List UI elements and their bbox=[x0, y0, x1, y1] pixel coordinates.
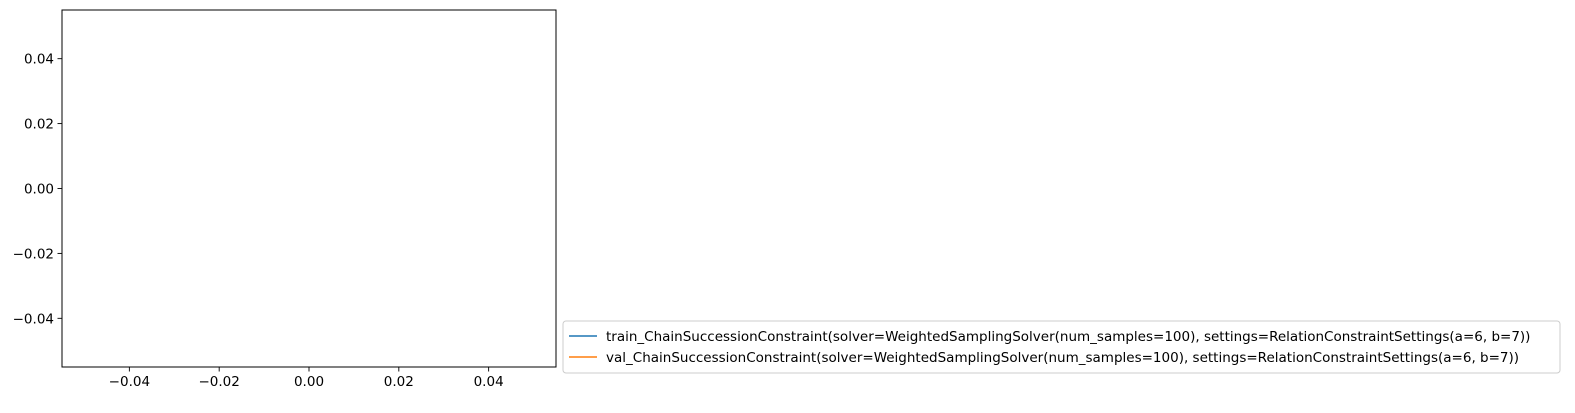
y-tick-label: 0.02 bbox=[24, 117, 54, 133]
x-tick-label: 0.02 bbox=[384, 374, 414, 390]
y-axis: −0.04 −0.02 0.00 0.02 0.04 bbox=[13, 52, 62, 327]
x-tick-label: 0.04 bbox=[474, 374, 504, 390]
legend-label-train: train_ChainSuccessionConstraint(solver=W… bbox=[606, 329, 1530, 345]
x-axis: −0.04 −0.02 0.00 0.02 0.04 bbox=[109, 367, 504, 390]
x-tick-label: −0.04 bbox=[109, 374, 150, 390]
legend: train_ChainSuccessionConstraint(solver=W… bbox=[562, 320, 1561, 374]
y-tick-label: 0.00 bbox=[24, 182, 54, 198]
legend-label-val: val_ChainSuccessionConstraint(solver=Wei… bbox=[606, 350, 1519, 366]
x-tick-label: −0.02 bbox=[198, 374, 239, 390]
y-tick-label: 0.04 bbox=[24, 52, 54, 68]
y-tick-label: −0.04 bbox=[13, 311, 54, 327]
y-tick-label: −0.02 bbox=[13, 246, 54, 262]
x-tick-label: 0.00 bbox=[294, 374, 324, 390]
legend-frame bbox=[562, 320, 1561, 374]
